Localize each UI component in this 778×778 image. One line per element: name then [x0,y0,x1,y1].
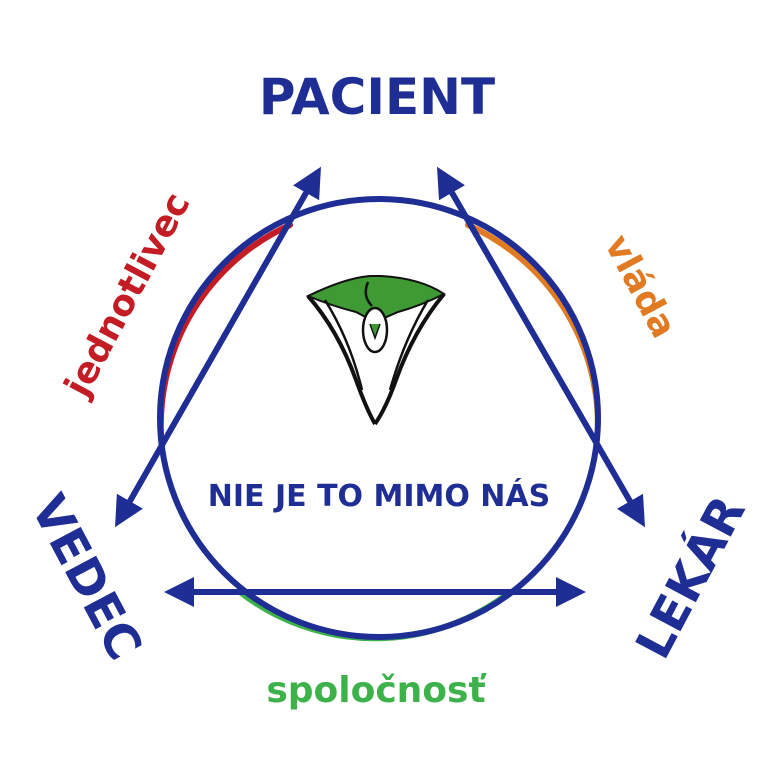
snowdrop-flower-logo [305,275,446,426]
arc-label-vlada: vláda [596,228,684,345]
node-pacient: PACIENT [259,68,495,126]
center-slogan: NIE JE TO MIMO NÁS [208,478,550,514]
arc-label-spolocnost: spoločnosť [266,670,487,711]
arrow-pacient-lekar [437,166,645,528]
arc-label-jednotlivec: jednotlivec [56,186,198,405]
node-lekar: LEKÁR [624,487,756,668]
node-vedec: VEDEC [20,486,153,669]
arrow-pacient-vedec [115,166,321,528]
